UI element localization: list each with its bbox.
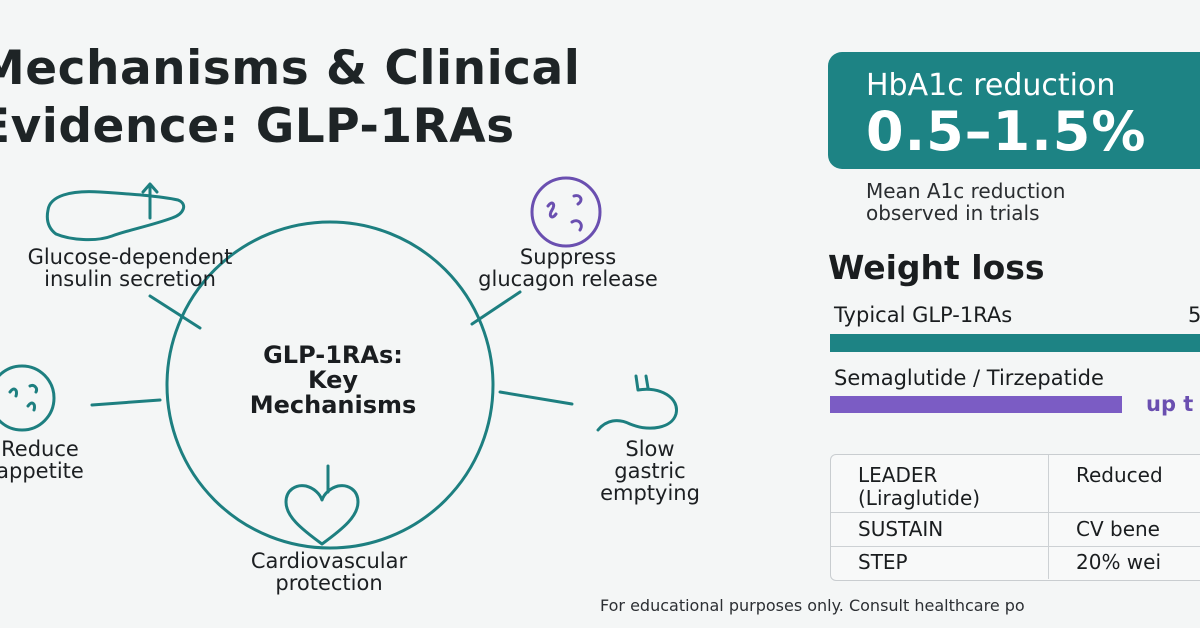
weight-row-1-bar [830,334,1200,352]
trial-name: LEADER [858,463,938,487]
center-label: GLP-1RAs: Key Mechanisms [249,341,417,419]
weight-row-2-label: Semaglutide / Tirzepatide [834,366,1104,390]
trial-drug: (Liraglutide) [858,486,981,510]
weight-loss-title: Weight loss [828,248,1045,287]
heart-icon [284,484,360,546]
table-row: SUSTAIN [858,518,943,541]
hba1c-label: HbA1c reduction [866,68,1116,103]
table-row-divider-2 [831,546,1200,547]
mechanism-diagram [0,176,678,550]
center-circle [165,220,495,550]
mechanism-appetite-label: Reduce appetite [0,437,84,483]
liver-icon [45,182,186,242]
table-row-divider-1 [831,512,1200,513]
trials-table [830,454,1200,581]
weight-row-1-value: 5 [1188,303,1200,327]
stomach-icon [596,374,678,432]
spoke-appetite [90,398,162,407]
spoke-gastric [498,390,574,406]
hba1c-value: 0.5–1.5% [866,100,1147,163]
trial-name: SUSTAIN [858,517,944,541]
pancreas-cell-icon [530,176,602,248]
mechanism-gastric-label: Slow gastric emptying [600,437,700,505]
hba1c-note: Mean A1c reduction observed in trials [866,179,1066,225]
mechanism-cardio-label: Cardiovascular protection [250,549,408,595]
weight-row-2-bar [830,396,1122,413]
mechanism-insulin-label: Glucose-dependent insulin secretion [27,245,233,291]
weight-row-2-value: up t [1146,392,1194,416]
table-row: LEADER (Liraglutide) [858,464,980,510]
hba1c-card [828,52,1200,169]
brain-icon [0,364,56,432]
table-row: STEP [858,551,908,574]
table-column-divider [1048,455,1049,579]
spoke-insulin [148,294,202,330]
weight-row-1-label: Typical GLP-1RAs [834,303,1013,327]
page-title: Mechanisms & Clinical Evidence: GLP-1RAs [0,40,580,156]
footer-disclaimer: For educational purposes only. Consult h… [600,596,1025,615]
trial-result: CV bene [1076,517,1160,541]
trial-result: 20% wei [1076,550,1162,574]
title-line-1: Mechanisms & Clinical [0,41,581,96]
trial-result: Reduced [1076,463,1163,487]
trial-name: STEP [858,550,908,574]
title-line-2: Evidence: GLP-1RAs [0,99,515,154]
mechanism-glucagon-label: Suppress glucagon release [478,245,658,291]
